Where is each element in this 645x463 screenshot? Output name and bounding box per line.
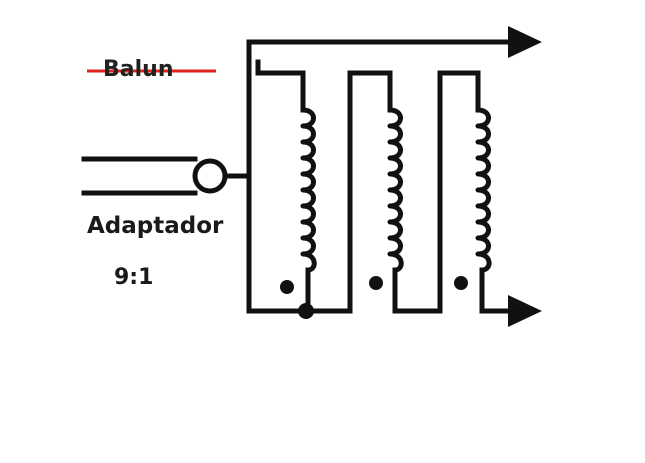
ratio-label: 9:1 [114, 265, 154, 290]
junction-dot [298, 303, 314, 319]
adaptador-label: Adaptador [87, 213, 224, 239]
coil-1 [300, 107, 317, 273]
polarity-dot-3 [454, 276, 468, 290]
bottom-output-arrow [508, 295, 542, 327]
coil-1-frame [255, 59, 306, 113]
coil-2 [387, 107, 404, 273]
top-output-arrow [508, 26, 542, 58]
coil-3 [475, 107, 492, 273]
coax-connector-circle [192, 158, 228, 194]
bridge-2-3 [392, 70, 481, 314]
top-output-line [246, 39, 515, 179]
polarity-dot-1 [280, 280, 294, 294]
balun-label: Balun [103, 57, 174, 82]
bridge-1-2 [305, 70, 393, 314]
polarity-dot-2 [369, 276, 383, 290]
